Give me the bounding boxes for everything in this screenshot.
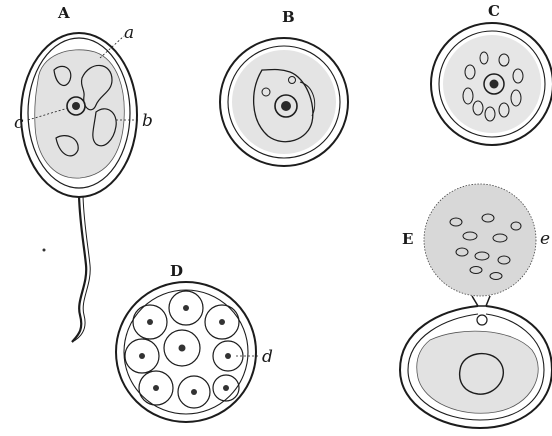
panel-a: A a b c xyxy=(14,4,153,342)
nucleolus-a xyxy=(72,102,80,110)
protoplasm-e xyxy=(417,331,538,413)
panel-e: E e xyxy=(400,184,552,428)
part-label-e: e xyxy=(540,229,550,249)
expelled-mass-e xyxy=(424,184,536,296)
nucleolus-c xyxy=(490,80,499,89)
panel-c: C xyxy=(431,2,552,145)
granule-e xyxy=(477,315,487,325)
part-label-d: d xyxy=(262,347,273,367)
panel-d: D d xyxy=(116,262,273,422)
nucleolus-b xyxy=(281,101,291,111)
panel-label-a: A xyxy=(57,4,70,22)
pore-e xyxy=(472,296,490,306)
part-label-a: a xyxy=(124,23,134,43)
part-label-b: b xyxy=(142,111,153,131)
panel-label-e: E xyxy=(402,230,413,248)
print-speck xyxy=(43,249,46,252)
cell-wall-outer-d xyxy=(116,282,256,422)
part-label-c: c xyxy=(14,113,24,133)
panel-label-c: C xyxy=(488,2,500,20)
spore-nuclei-d xyxy=(139,305,231,395)
panel-label-d: D xyxy=(170,262,183,280)
panel-b: B xyxy=(220,8,348,166)
panel-label-b: B xyxy=(282,8,295,26)
